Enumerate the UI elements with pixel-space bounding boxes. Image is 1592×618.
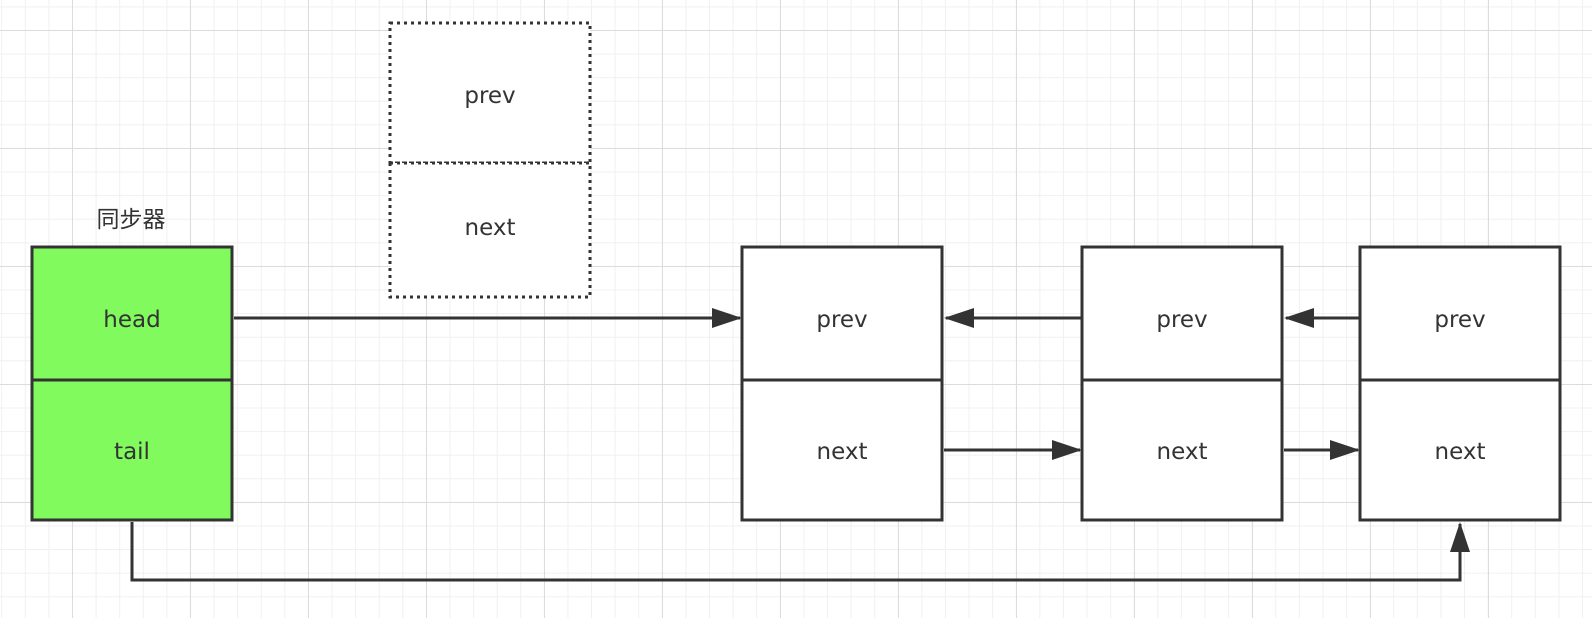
- node-3-next-label: next: [1435, 439, 1486, 465]
- node-2-next-cell: [1080, 378, 1284, 522]
- sync-label: 同步器: [97, 207, 166, 233]
- node-3-next-cell: [1358, 378, 1562, 522]
- node-1: prev next: [740, 245, 944, 522]
- sync-tail-cell: [30, 378, 234, 522]
- pending-node: prev next: [388, 21, 592, 299]
- arrow-tail-to-node3-next: [130, 522, 1470, 582]
- node-1-next-cell: [740, 378, 944, 522]
- node-3: prev next: [1358, 245, 1562, 522]
- sync-tail-label: tail: [114, 439, 150, 465]
- node-3-prev-label: prev: [1434, 307, 1485, 333]
- sync-head-label: head: [103, 307, 160, 333]
- node-1-prev-label: prev: [816, 307, 867, 333]
- sync-box: head tail: [30, 245, 234, 522]
- node-2-prev-label: prev: [1156, 307, 1207, 333]
- node-1-next-label: next: [817, 439, 868, 465]
- pending-node-next-cell: [388, 161, 592, 299]
- node-2: prev next: [1080, 245, 1284, 522]
- node-2-next-label: next: [1157, 439, 1208, 465]
- node-1-prev-cell: [740, 245, 944, 382]
- pending-node-prev-label: prev: [464, 83, 515, 109]
- sync-head-cell: [30, 245, 234, 382]
- node-2-prev-cell: [1080, 245, 1284, 382]
- pending-node-prev-cell: [388, 21, 592, 165]
- pending-node-next-label: next: [465, 215, 516, 241]
